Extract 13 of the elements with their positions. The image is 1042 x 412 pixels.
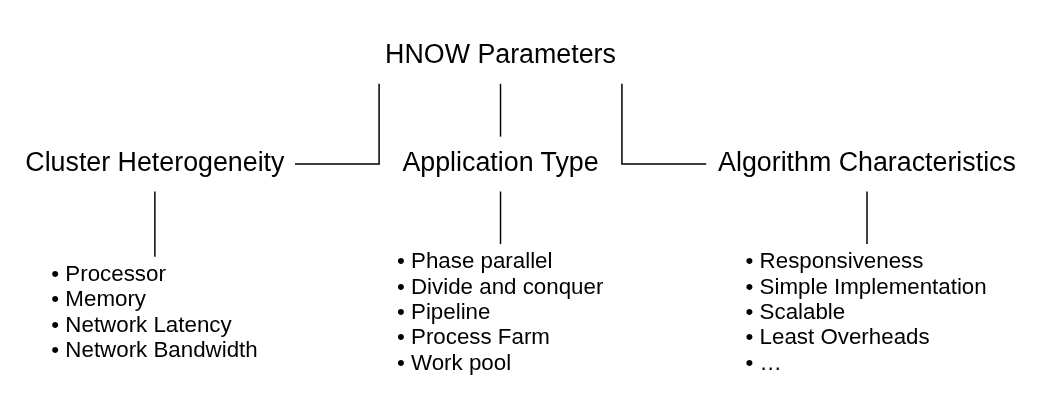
node-text: Application Type — [402, 146, 599, 177]
node-text: • Responsiveness • Simple Implementation • Scalable • Least Overheads • … — [745, 247, 987, 375]
node-text: Algorithm Characteristics — [718, 146, 1016, 177]
connector — [621, 82, 707, 165]
node-text: • Phase parallel • Divide and conquer • Pipeline • Process Farm • Work pool — [396, 247, 604, 375]
connector — [499, 82, 502, 137]
connector — [294, 82, 380, 165]
connector — [154, 190, 156, 257]
node-text: HNOW Parameters — [385, 38, 616, 69]
node-text: Cluster Heterogeneity — [25, 146, 285, 177]
connector — [499, 190, 502, 245]
connector — [866, 190, 868, 245]
node-text: • Processor • Memory • Network Latency • Network Bandwidth — [51, 260, 258, 362]
